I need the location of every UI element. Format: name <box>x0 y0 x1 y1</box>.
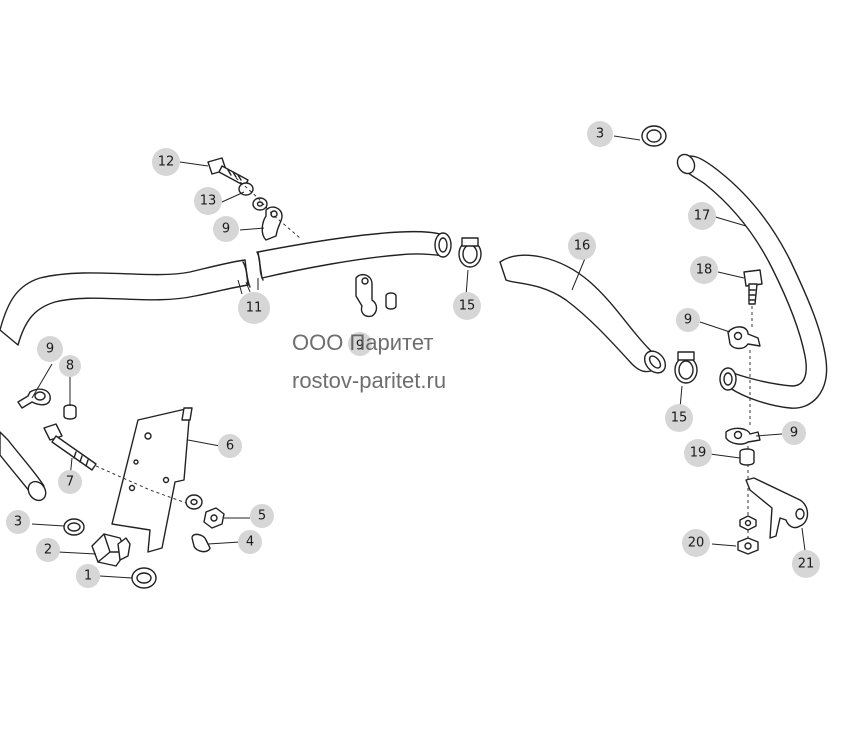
callout-5: 5 <box>250 504 274 528</box>
callout-8: 8 <box>59 355 81 377</box>
callout-2: 2 <box>36 538 60 562</box>
bolt-18 <box>743 269 763 305</box>
callout-3-right: 3 <box>587 121 613 147</box>
callout-label: 9 <box>46 342 54 357</box>
bolt-7 <box>43 423 97 471</box>
callout-9-top: 9 <box>213 216 239 242</box>
washer-3-left <box>63 518 85 536</box>
callout-9-left: 9 <box>37 336 63 362</box>
hose-left-lower <box>0 431 47 502</box>
callout-15-left: 15 <box>453 292 481 320</box>
callout-13: 13 <box>194 187 222 215</box>
callout-label: 3 <box>14 515 22 530</box>
callout-label: 6 <box>226 439 234 454</box>
callout-11: 11 <box>238 292 270 324</box>
callout-label: 18 <box>696 263 713 278</box>
bracket-21 <box>745 477 809 539</box>
callout-label: 9 <box>684 313 692 328</box>
callout-3-left: 3 <box>6 510 30 534</box>
callout-label: 5 <box>258 509 266 524</box>
leader-lines <box>31 135 807 579</box>
callout-18: 18 <box>690 256 718 284</box>
watermark-url: rostov-paritet.ru <box>292 368 447 393</box>
callout-label: 17 <box>694 209 711 224</box>
callout-label: 13 <box>200 194 217 209</box>
callout-label: 15 <box>459 299 476 314</box>
nut-center <box>385 292 397 310</box>
hose-16 <box>499 254 667 374</box>
callout-1: 1 <box>76 564 100 588</box>
callout-label: 3 <box>596 127 604 142</box>
callout-label: 19 <box>690 446 707 461</box>
callout-15-right: 15 <box>665 404 693 432</box>
callout-label: 11 <box>246 301 263 316</box>
washer-13 <box>238 182 268 211</box>
clamp-15-right <box>674 351 698 384</box>
callout-label: 15 <box>671 411 688 426</box>
nut-20 <box>737 537 759 555</box>
callout-12: 12 <box>152 148 180 176</box>
bracket-9-left <box>17 388 51 409</box>
watermark-company: ООО Паритет <box>292 330 434 355</box>
sleeve-8 <box>63 404 77 420</box>
washer-5 <box>185 494 203 510</box>
callout-9-right-top: 9 <box>676 308 700 332</box>
bracket-9-center <box>355 273 378 318</box>
callout-6: 6 <box>218 434 242 458</box>
callout-17: 17 <box>688 202 716 230</box>
bolt-12 <box>207 157 249 187</box>
washer-3-right <box>641 125 667 147</box>
bracket-9-right-top <box>727 326 761 350</box>
callout-16: 16 <box>568 232 596 260</box>
callout-9-right-bottom: 9 <box>782 421 806 445</box>
washer-1 <box>131 567 157 589</box>
callout-label: 9 <box>222 222 230 237</box>
callout-4: 4 <box>238 530 262 554</box>
callout-label: 12 <box>158 155 175 170</box>
callout-20: 20 <box>682 529 710 557</box>
callout-label: 20 <box>688 536 705 551</box>
callout-7: 7 <box>58 470 82 494</box>
callout-9-center: 9 <box>348 332 372 356</box>
hose-17 <box>676 153 828 409</box>
bracket-9-top <box>261 206 283 241</box>
callout-label: 2 <box>44 543 52 558</box>
callout-label: 9 <box>790 426 798 441</box>
callout-label: 21 <box>798 557 815 572</box>
callout-label: 9 <box>356 339 364 354</box>
callout-label: 4 <box>246 535 254 550</box>
fitting-2 <box>91 533 131 567</box>
callout-21: 21 <box>792 550 820 578</box>
callout-label: 7 <box>66 475 74 490</box>
plate-6 <box>111 407 193 553</box>
callout-label: 8 <box>66 359 74 374</box>
nut-5 <box>203 507 225 529</box>
callout-label: 16 <box>574 239 591 254</box>
clamp-15-left <box>458 237 482 268</box>
nut-20-upper <box>739 515 757 531</box>
hose-11 <box>0 230 452 346</box>
sleeve-19 <box>739 448 755 466</box>
callout-label: 1 <box>84 569 92 584</box>
sleeve-4 <box>191 533 211 553</box>
callout-19: 19 <box>684 439 712 467</box>
bracket-9-right-bottom <box>725 427 761 445</box>
